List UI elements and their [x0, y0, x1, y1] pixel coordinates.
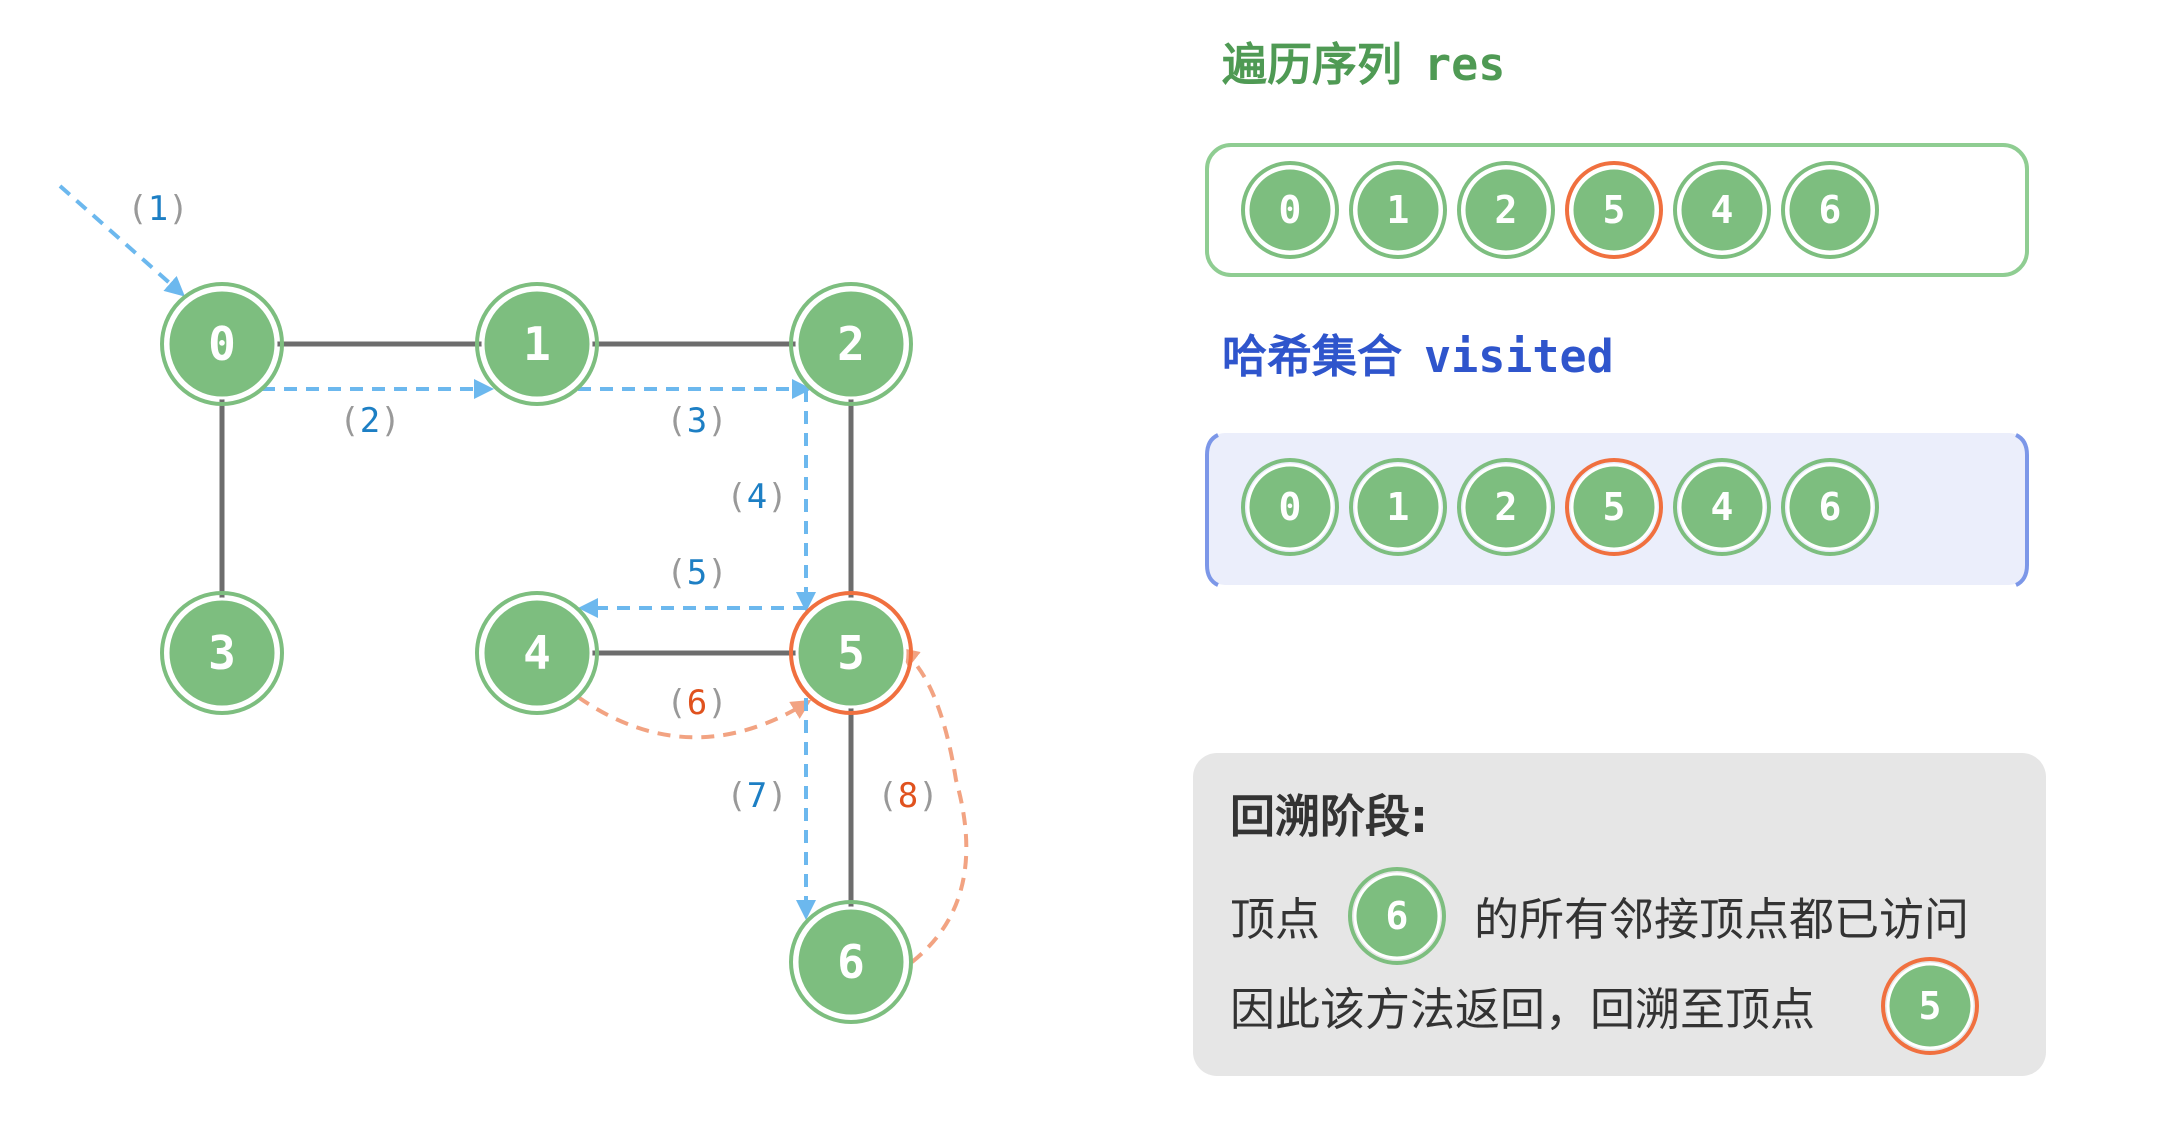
svg-text:6: 6 — [1386, 894, 1409, 938]
res-item-4: 4 — [1673, 161, 1771, 259]
graph-node-0: 0 — [160, 282, 284, 406]
svg-text:5: 5 — [1919, 984, 1942, 1028]
svg-text:5: 5 — [1603, 188, 1626, 232]
visited-item-5: 6 — [1781, 458, 1879, 556]
graph-node-6: 6 — [789, 900, 913, 1024]
svg-text:4: 4 — [1711, 188, 1734, 232]
step-label-3: (3) — [666, 401, 727, 441]
res-item-5: 6 — [1781, 161, 1879, 259]
graph-node-4: 4 — [475, 591, 599, 715]
note-line1-prefix: 顶点 — [1230, 893, 1320, 946]
visited-item-1: 1 — [1349, 458, 1447, 556]
svg-text:6: 6 — [1819, 485, 1842, 529]
step-label-8: (8) — [877, 776, 938, 816]
res-items: 0 1 2 5 4 — [1241, 161, 1879, 259]
note-heading: 回溯阶段: — [1230, 790, 1428, 843]
svg-text:6: 6 — [837, 935, 865, 989]
graph-node-3: 3 — [160, 591, 284, 715]
svg-text:5: 5 — [1603, 485, 1626, 529]
visited-item-2: 2 — [1457, 458, 1555, 556]
svg-text:0: 0 — [1279, 188, 1302, 232]
visited-box-bracket-right — [2015, 433, 2029, 587]
visited-item-3: 5 — [1565, 458, 1663, 556]
visited-item-4: 4 — [1673, 458, 1771, 556]
note-background — [1193, 753, 2046, 1076]
step-label-2: (2) — [339, 401, 400, 441]
svg-text:3: 3 — [208, 626, 236, 680]
note-line2-prefix: 因此该方法返回，回溯至顶点 — [1230, 983, 1815, 1036]
res-item-1: 1 — [1349, 161, 1447, 259]
svg-text:0: 0 — [1279, 485, 1302, 529]
svg-text:2: 2 — [1495, 188, 1518, 232]
step-label-4: (4) — [726, 477, 787, 517]
step-arrow-6 — [576, 695, 812, 740]
res-item-0: 0 — [1241, 161, 1339, 259]
svg-text:1: 1 — [1387, 188, 1410, 232]
step-label-6: (6) — [666, 683, 727, 723]
traversal-arrows — [58, 184, 969, 964]
res-item-3: 5 — [1565, 161, 1663, 259]
graph-node-2: 2 — [789, 282, 913, 406]
step-arrow-8 — [898, 647, 969, 964]
step-labels: (1) (2) (3) (4) (5) (6) (7) (8) — [127, 189, 938, 816]
graph-node-5: 5 — [789, 591, 913, 715]
note-line1-suffix: 的所有邻接顶点都已访问 — [1474, 893, 1969, 946]
svg-text:5: 5 — [837, 626, 865, 680]
svg-text:0: 0 — [208, 317, 236, 371]
visited-item-0: 0 — [1241, 458, 1339, 556]
visited-box-bracket-left — [1205, 433, 1219, 587]
svg-text:4: 4 — [523, 626, 551, 680]
step-arrow-1 — [58, 184, 185, 297]
svg-text:1: 1 — [1387, 485, 1410, 529]
svg-text:1: 1 — [523, 317, 551, 371]
note-node-6: 6 — [1348, 867, 1446, 965]
note-box: 回溯阶段: 顶点 6 的所有邻接顶点都已访问 因此该方法返回，回溯至顶点 5 — [1193, 753, 2046, 1076]
step-label-7: (7) — [726, 776, 787, 816]
step-label-1: (1) — [127, 189, 188, 229]
note-node-5: 5 — [1881, 957, 1979, 1055]
graph-node-1: 1 — [475, 282, 599, 406]
step-label-5: (5) — [666, 553, 727, 593]
visited-items: 0 1 2 5 4 — [1241, 458, 1879, 556]
svg-text:2: 2 — [837, 317, 865, 371]
svg-text:4: 4 — [1711, 485, 1734, 529]
svg-text:2: 2 — [1495, 485, 1518, 529]
res-item-2: 2 — [1457, 161, 1555, 259]
graph-nodes: 0 1 2 3 4 5 6 — [160, 282, 913, 1024]
svg-text:6: 6 — [1819, 188, 1842, 232]
